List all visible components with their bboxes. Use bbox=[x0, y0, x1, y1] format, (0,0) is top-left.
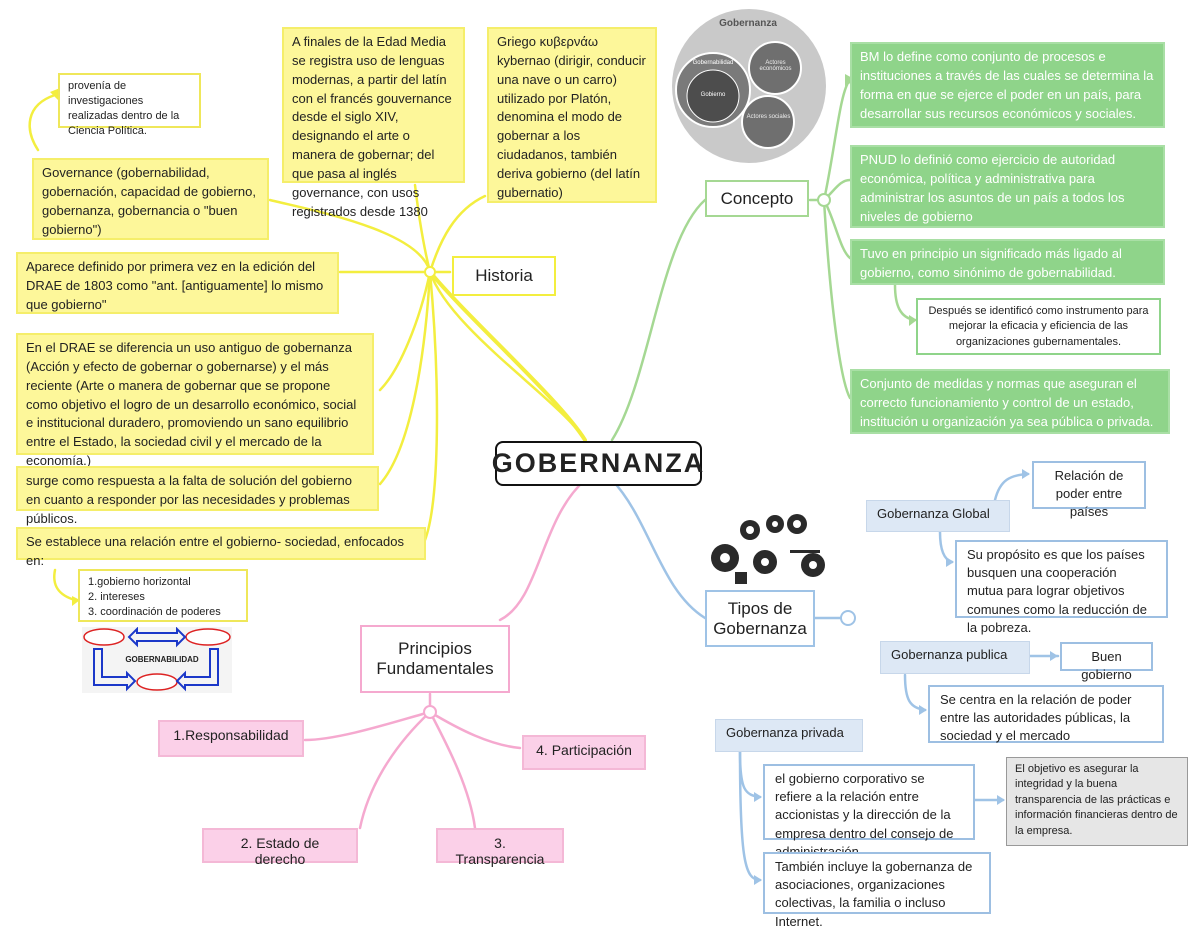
node-incluye[interactable]: También incluye la gobernanza de asociac… bbox=[763, 852, 991, 929]
node-drae-uso[interactable]: En el DRAE se diferencia un uso antiguo … bbox=[16, 333, 374, 468]
enfoque-item: 3. coordinación de poderes bbox=[88, 605, 221, 618]
enfoque-item: 1.gobierno horizontal bbox=[88, 576, 191, 588]
node-respuesta[interactable]: surge como respuesta a la falta de soluc… bbox=[16, 466, 379, 526]
node-participacion[interactable]: 4. Participación bbox=[522, 735, 646, 770]
gobernabilidad-label: GOBERNABILIDAD bbox=[125, 655, 199, 664]
gobernabilidad-graphic bbox=[83, 626, 231, 692]
node-griego[interactable]: Griego κυβερνάω kybernao (dirigir, condu… bbox=[487, 27, 657, 203]
venn-actores-sociales: Actores sociales bbox=[746, 114, 791, 120]
venn-gobernabilidad: Gobernabilidad bbox=[692, 60, 734, 66]
node-responsabilidad[interactable]: 1.Responsabilidad bbox=[158, 720, 304, 757]
venn-actores-economicos: Actores económicos bbox=[759, 60, 792, 72]
node-estado-derecho[interactable]: 2. Estado de derecho bbox=[202, 828, 358, 867]
node-relacion[interactable]: Se establece una relación entre el gobie… bbox=[16, 527, 426, 568]
node-instrumento[interactable]: Después se identificó como instrumento p… bbox=[916, 298, 1161, 355]
branch-tipos[interactable]: Tipos de Gobernanza bbox=[705, 590, 815, 647]
branch-principios[interactable]: Principios Fundamentales bbox=[360, 625, 510, 693]
node-publica-desc[interactable]: Se centra en la relación de poder entre … bbox=[928, 685, 1164, 743]
node-ciencia-politica[interactable]: provenía de investigaciones realizadas d… bbox=[58, 73, 201, 137]
node-edad-media[interactable]: A finales de la Edad Media se registra u… bbox=[282, 27, 465, 219]
node-relacion-paises[interactable]: Relación de poder entre países bbox=[1032, 461, 1146, 519]
node-bm[interactable]: BM lo define como conjunto de procesos e… bbox=[850, 42, 1165, 128]
node-proposito[interactable]: Su propósito es que los países busquen u… bbox=[955, 540, 1168, 635]
venn-gobierno: Gobierno bbox=[700, 92, 726, 98]
venn-diagram: Gobernanza Gobernabilidad Gobierno Actor… bbox=[668, 8, 830, 165]
node-gobernanza-global[interactable]: Gobernanza Global bbox=[866, 500, 1010, 532]
branch-historia[interactable]: Historia bbox=[452, 256, 556, 296]
node-transparencia[interactable]: 3. Transparencia bbox=[436, 828, 564, 867]
venn-graphic bbox=[672, 9, 826, 163]
node-pnud[interactable]: PNUD lo definió como ejercicio de autori… bbox=[850, 145, 1165, 228]
central-topic[interactable]: GOBERNANZA bbox=[492, 441, 703, 486]
venn-title: Gobernanza bbox=[719, 18, 777, 29]
node-corporativo[interactable]: el gobierno corporativo se refiere a la … bbox=[763, 764, 975, 859]
node-principio[interactable]: Tuvo en principio un significado más lig… bbox=[850, 239, 1165, 285]
node-buen-gobierno[interactable]: Buen gobierno bbox=[1060, 642, 1153, 682]
node-drae-1803[interactable]: Aparece definido por primera vez en la e… bbox=[16, 252, 339, 314]
node-objetivo[interactable]: El objetivo es asegurar la integridad y … bbox=[1006, 757, 1188, 846]
node-gobernanza-publica[interactable]: Gobernanza publica bbox=[880, 641, 1030, 674]
branch-concepto[interactable]: Concepto bbox=[705, 180, 809, 217]
gears-icon bbox=[711, 514, 825, 584]
node-governance[interactable]: Governance (gobernabilidad, gobernación,… bbox=[32, 158, 269, 240]
node-enfoques[interactable]: 1.gobierno horizontal 2. intereses 3. co… bbox=[78, 569, 248, 622]
node-medidas[interactable]: Conjunto de medidas y normas que asegura… bbox=[850, 369, 1170, 434]
gobernabilidad-diagram: GOBERNABILIDAD bbox=[82, 626, 232, 693]
enfoque-item: 2. intereses bbox=[88, 590, 145, 603]
gears-illustration bbox=[705, 510, 828, 585]
node-gobernanza-privada[interactable]: Gobernanza privada bbox=[715, 719, 863, 752]
